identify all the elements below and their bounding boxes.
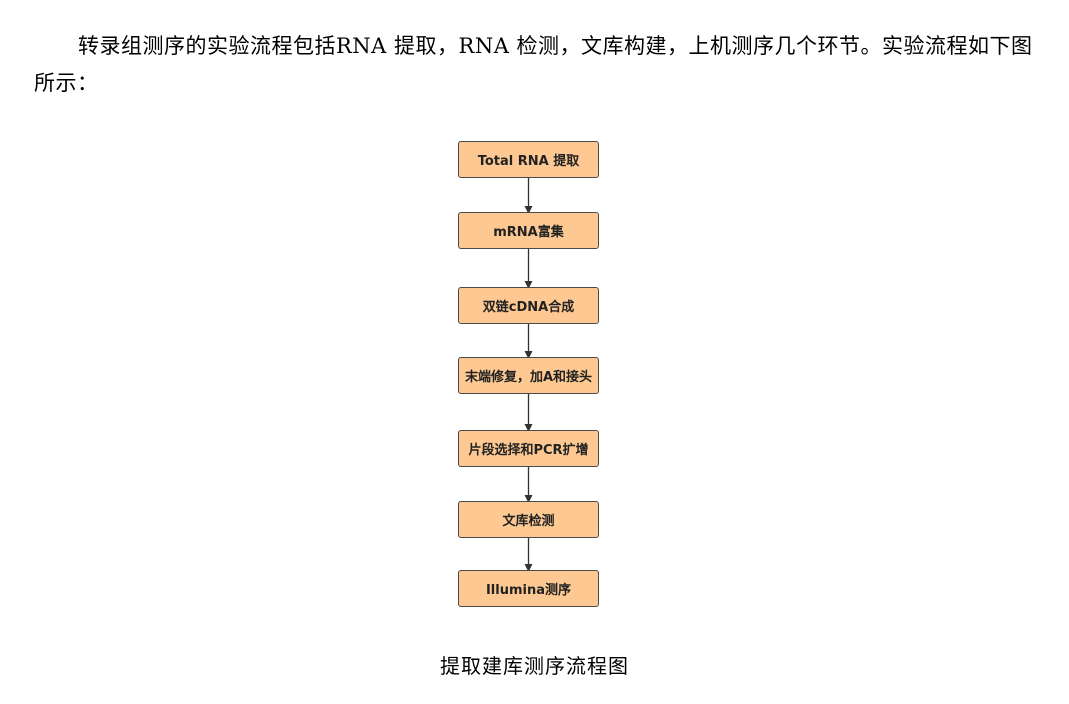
figure-caption: 提取建库测序流程图 (440, 654, 629, 678)
flow-step-pcr-amplification: 片段选择和PCR扩增 (458, 430, 599, 467)
flow-step-total-rna-extraction: Total RNA 提取 (458, 141, 599, 178)
flow-step-illumina-sequencing: Illumina测序 (458, 570, 599, 607)
flow-step-end-repair: 末端修复，加A和接头 (458, 357, 599, 394)
intro-paragraph: 转录组测序的实验流程包括RNA 提取，RNA 检测，文库构建，上机测序几个环节。… (34, 34, 1033, 95)
flow-step-cdna-synthesis: 双链cDNA合成 (458, 287, 599, 324)
flow-step-mrna-enrichment: mRNA富集 (458, 212, 599, 249)
flow-step-library-qc: 文库检测 (458, 501, 599, 538)
